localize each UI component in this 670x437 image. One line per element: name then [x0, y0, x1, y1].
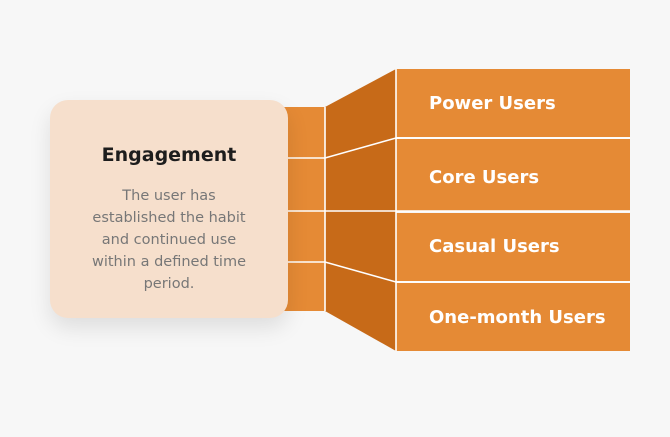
funnel-trapezoid	[325, 69, 396, 351]
tier-bar-casual-users	[396, 213, 630, 281]
tier-bar-one-month-users	[396, 283, 630, 351]
tier-label-core-users: Core Users	[429, 167, 540, 188]
tier-label-power-users: Power Users	[429, 93, 556, 114]
tier-label-one-month-users: One-month Users	[429, 307, 606, 328]
tier-bar-power-users	[396, 69, 630, 137]
tier-label-casual-users: Casual Users	[429, 236, 560, 257]
tier-dividers	[285, 69, 630, 351]
card-title: Engagement	[101, 144, 237, 166]
tier-bar-core-users	[396, 139, 630, 211]
engagement-card: Engagement The user has established the …	[50, 100, 288, 318]
card-description: The user has established the habit and c…	[91, 188, 247, 292]
